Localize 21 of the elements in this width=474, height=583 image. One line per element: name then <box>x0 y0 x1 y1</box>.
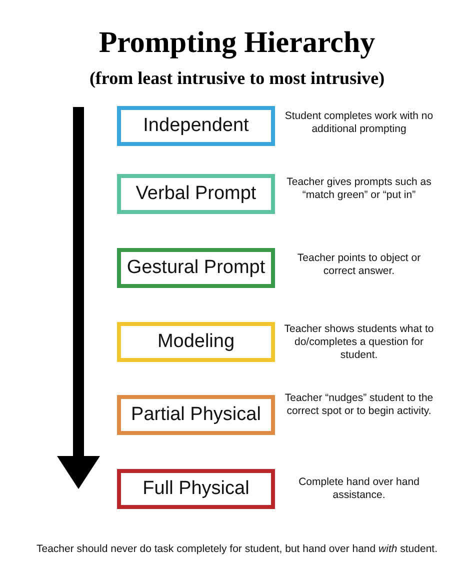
level-name: Full Physical <box>142 478 250 500</box>
level-name: Verbal Prompt <box>136 183 256 205</box>
caption-note: Teacher should never do task completely for student, but hand over hand with student. <box>35 543 438 555</box>
level-description: Teacher gives prompts such as “match green” or “put in” <box>286 176 432 202</box>
diagram-title: Prompting Hierarchy <box>98 26 376 60</box>
level-description: Teacher shows students what to do/completes a question for student. <box>284 323 434 362</box>
level-description: Teacher “nudges” student to the correct spot or to begin activity. <box>284 392 434 418</box>
level-name: Gestural Prompt <box>126 257 266 279</box>
level-description: Student completes work with no additional prompting <box>284 110 434 136</box>
level-name: Modeling <box>157 331 235 353</box>
subtitle: (from least intrusive to most intrusive) <box>88 68 386 89</box>
level-box <box>117 248 275 288</box>
level-box <box>117 322 275 362</box>
level-box <box>117 395 275 435</box>
level-name: Partial Physical <box>131 404 261 426</box>
level-box <box>117 469 275 509</box>
level-description: Complete hand over hand assistance. <box>298 476 420 502</box>
level-box <box>117 106 275 146</box>
level-description: Teacher points to object or correct answer. <box>296 252 422 278</box>
level-box <box>117 174 275 214</box>
level-name: Independent <box>143 115 249 137</box>
